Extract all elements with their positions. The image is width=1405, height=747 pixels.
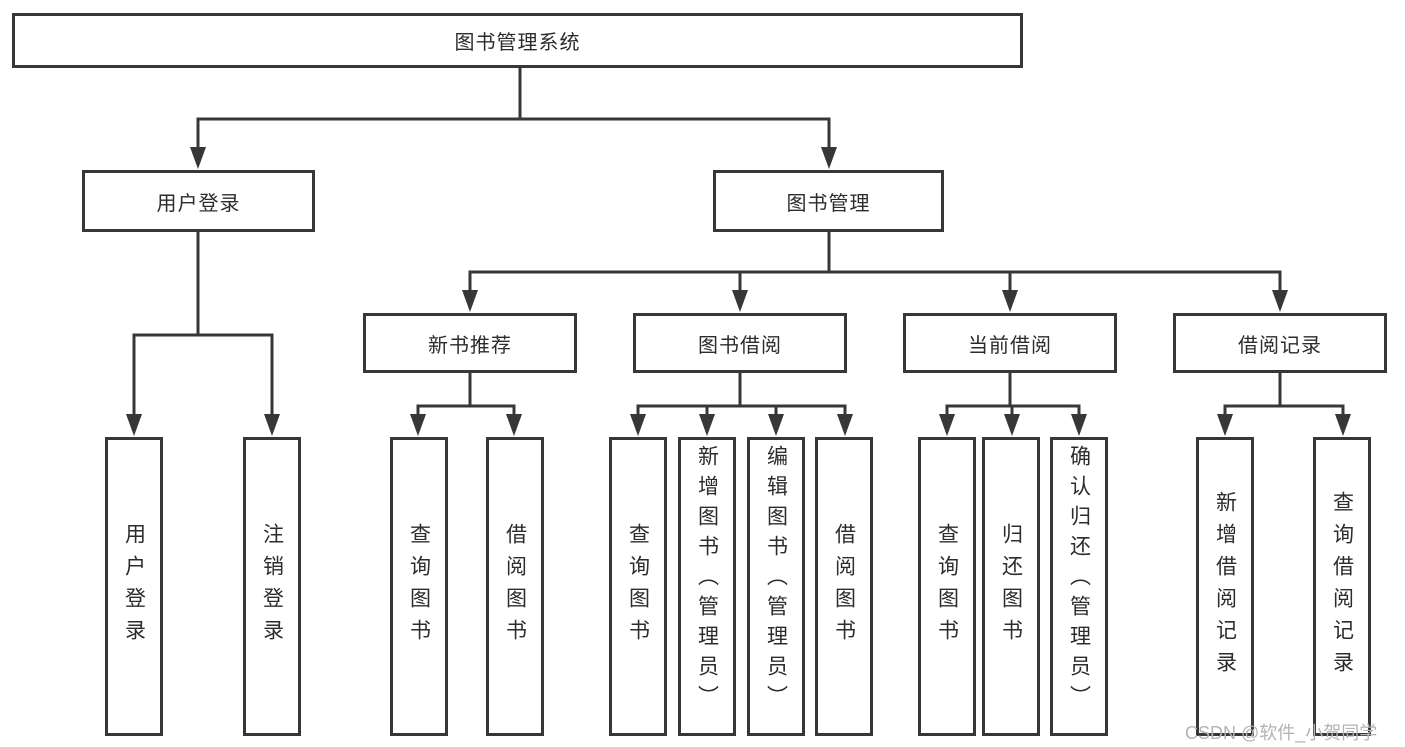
leaf-add-book-admin: 新增图书（管理员） (678, 437, 736, 736)
leaf-label: 确认归还（管理员） (1067, 445, 1091, 715)
leaf-label: 编辑图书（管理员） (764, 445, 788, 715)
leaf-label: 用户登录 (122, 522, 146, 651)
leaf-label: 查询图书 (626, 522, 650, 651)
leaf-label: 新增借阅记录 (1213, 490, 1237, 683)
node-borrow-record: 借阅记录 (1173, 313, 1387, 373)
node-new-book-recommend: 新书推荐 (363, 313, 577, 373)
node-current-borrow: 当前借阅 (903, 313, 1117, 373)
leaf-label: 查询借阅记录 (1330, 490, 1354, 683)
leaf-edit-book-admin: 编辑图书（管理员） (747, 437, 805, 736)
node-book-borrow: 图书借阅 (633, 313, 847, 373)
leaf-label: 注销登录 (260, 522, 284, 651)
node-user-login: 用户登录 (82, 170, 315, 232)
leaf-return-books: 归还图书 (982, 437, 1040, 736)
leaf-label: 借阅图书 (832, 522, 856, 651)
leaf-label: 新增图书（管理员） (695, 445, 719, 715)
leaf-logout: 注销登录 (243, 437, 301, 736)
leaf-query-borrow-record: 查询借阅记录 (1313, 437, 1371, 736)
csdn-watermark: CSDN @软件_小贺同学 (1185, 723, 1378, 743)
leaf-query-books-borrow: 查询图书 (609, 437, 667, 736)
leaf-query-books-current: 查询图书 (918, 437, 976, 736)
leaf-label: 查询图书 (935, 522, 959, 651)
leaf-add-borrow-record: 新增借阅记录 (1196, 437, 1254, 736)
leaf-confirm-return-admin: 确认归还（管理员） (1050, 437, 1108, 736)
leaf-label: 借阅图书 (503, 522, 527, 651)
arrowheads (126, 147, 1351, 436)
leaf-borrow-books: 借阅图书 (815, 437, 873, 736)
leaf-label: 查询图书 (407, 522, 431, 651)
leaf-label: 归还图书 (999, 522, 1023, 651)
leaf-borrow-books-recommend: 借阅图书 (486, 437, 544, 736)
node-library-management-system: 图书管理系统 (12, 13, 1023, 68)
leaf-user-login: 用户登录 (105, 437, 163, 736)
node-book-management: 图书管理 (713, 170, 944, 232)
leaf-query-books-recommend: 查询图书 (390, 437, 448, 736)
